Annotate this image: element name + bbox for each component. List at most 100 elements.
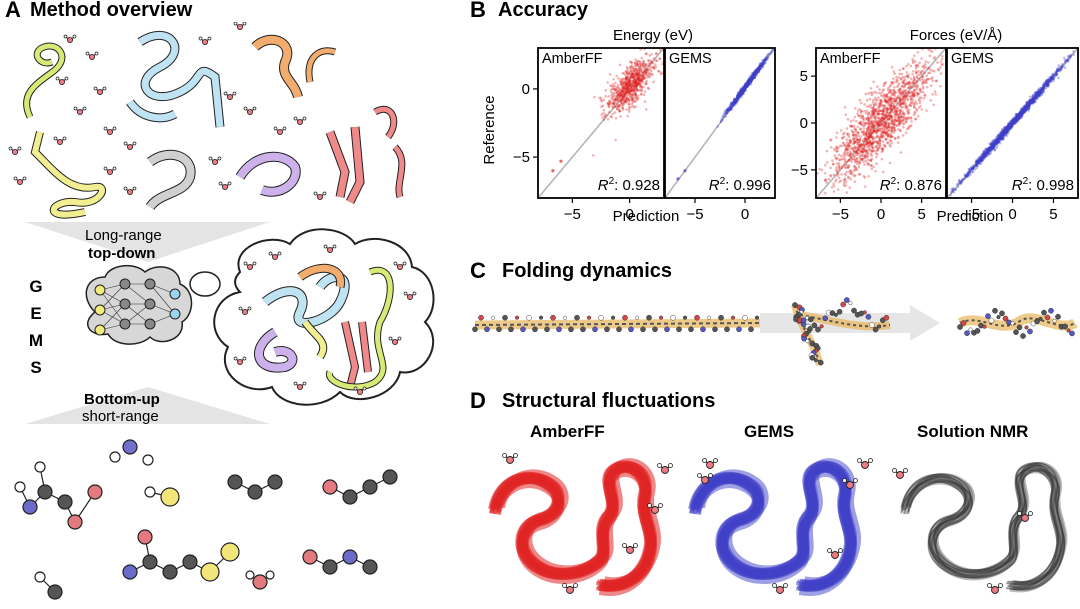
- scatter-point: [892, 92, 895, 95]
- scatter-point: [1015, 116, 1018, 120]
- scatter-point: [749, 78, 753, 82]
- scatter-point: [1011, 118, 1015, 122]
- scatter-point: [978, 156, 981, 160]
- scatter-point: [976, 159, 979, 163]
- scatter-point: [1015, 118, 1018, 122]
- scatter-point: [914, 71, 918, 75]
- scatter-point: [986, 151, 990, 154]
- scatter-point: [761, 63, 765, 66]
- scatter-point: [650, 52, 653, 56]
- scatter-point: [885, 100, 889, 104]
- scatter-point: [857, 146, 860, 149]
- scatter-point: [874, 98, 877, 102]
- scatter-point: [969, 170, 972, 173]
- scatter-point: [742, 88, 745, 92]
- scatter-point: [990, 148, 993, 152]
- scatter-point: [865, 105, 869, 108]
- scatter-point: [912, 95, 915, 99]
- scatter-point: [636, 64, 640, 68]
- scatter-point: [648, 71, 651, 75]
- scatter-point: [1028, 101, 1031, 104]
- scatter-point: [1003, 127, 1006, 131]
- scatter-point: [860, 158, 864, 161]
- scatter-point: [854, 159, 858, 163]
- scatter-point: [622, 88, 626, 91]
- scatter-point: [1005, 130, 1009, 134]
- scatter-point: [888, 143, 892, 147]
- scatter-point: [916, 92, 920, 95]
- scatter-point: [1021, 111, 1024, 115]
- scatter-point: [1039, 91, 1043, 95]
- scatter-point: [922, 97, 926, 100]
- scatter-point: [905, 118, 908, 122]
- scatter-point: [857, 134, 860, 137]
- scatter-point: [615, 95, 618, 99]
- scatter-point: [732, 97, 736, 101]
- scatter-point: [854, 106, 857, 110]
- scatter-point: [636, 83, 640, 86]
- scatter-point: [741, 87, 745, 91]
- scatter-point: [727, 110, 730, 113]
- scatter-point: [848, 144, 852, 148]
- scatter-point: [635, 69, 639, 72]
- scatter-point: [1013, 120, 1017, 123]
- scatter-point: [740, 91, 744, 95]
- scatter-point: [998, 136, 1002, 139]
- scatter-point: [1044, 82, 1048, 86]
- scatter-point: [746, 79, 750, 83]
- scatter-point: [620, 91, 624, 94]
- scatter-point: [628, 80, 631, 84]
- scatter-point: [996, 140, 1000, 143]
- scatter-point: [1004, 130, 1007, 133]
- scatter-point: [749, 79, 752, 83]
- scatter-point: [865, 130, 868, 134]
- scatter-point: [978, 156, 982, 159]
- scatter-point: [624, 87, 628, 90]
- scatter-point: [922, 80, 926, 84]
- scatter-point: [855, 119, 858, 123]
- scatter-point: [733, 100, 736, 104]
- scatter-point: [757, 69, 761, 73]
- scatter-point: [729, 101, 733, 104]
- scatter-point: [742, 87, 745, 90]
- scatter-point: [990, 145, 993, 149]
- scatter-point: [638, 81, 641, 85]
- scatter-point: [734, 99, 738, 102]
- scatter-point: [864, 111, 868, 115]
- scatter-point: [1004, 129, 1008, 133]
- scatter-point: [845, 160, 848, 164]
- scatter-point: [1004, 130, 1008, 134]
- scatter-point: [737, 95, 740, 98]
- scatter-point: [991, 143, 994, 147]
- scatter-point: [869, 159, 873, 163]
- scatter-point: [997, 134, 1001, 137]
- scatter-point: [831, 162, 835, 166]
- scatter-point: [913, 79, 917, 82]
- scatter-point: [1000, 137, 1003, 141]
- scatter-point: [618, 110, 622, 113]
- scatter-point: [750, 75, 754, 79]
- scatter-point: [729, 107, 732, 111]
- scatter-point: [853, 158, 857, 162]
- scatter-point: [621, 108, 625, 111]
- scatter-point: [1027, 104, 1031, 108]
- scatter-point: [990, 143, 994, 147]
- scatter-point: [1025, 101, 1028, 104]
- scatter-point: [841, 141, 845, 145]
- scatter-point: [1012, 116, 1016, 120]
- scatter-point: [732, 100, 735, 104]
- scatter-point: [1008, 123, 1012, 127]
- scatter-point: [1014, 117, 1017, 121]
- scatter-point: [1011, 122, 1015, 126]
- scatter-point: [1005, 131, 1009, 134]
- scatter-point: [931, 69, 934, 72]
- scatter-point: [1035, 91, 1039, 94]
- scatter-point: [760, 63, 763, 67]
- scatter-point: [1018, 113, 1021, 116]
- scatter-point: [1001, 131, 1004, 135]
- chain-atom: [592, 326, 598, 333]
- scatter-point: [858, 98, 862, 102]
- scatter-point: [857, 172, 861, 176]
- scatter-point: [629, 85, 632, 88]
